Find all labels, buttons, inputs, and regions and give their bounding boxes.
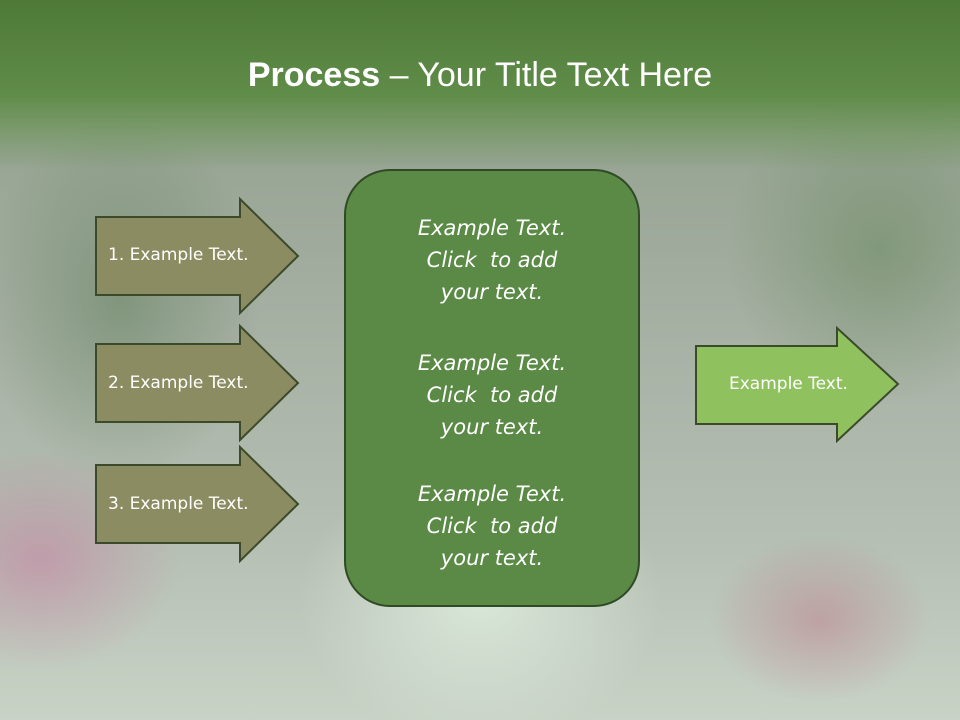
paragraph-2-line-3: your text. xyxy=(440,415,544,439)
paragraph-3-line-3: your text. xyxy=(440,546,544,570)
paragraph-3-line-1: Example Text. xyxy=(417,482,567,506)
paragraph-2-line-2: Click to add xyxy=(426,383,558,407)
center-paragraph-3: Example Text. Click to add your text. xyxy=(344,478,640,574)
paragraph-1-line-1: Example Text. xyxy=(417,216,567,240)
left-arrow-3[interactable] xyxy=(95,444,300,564)
left-arrow-2[interactable] xyxy=(95,323,300,443)
left-arrow-2-label: 2. Example Text. xyxy=(108,373,249,393)
center-text-box[interactable] xyxy=(344,169,640,607)
right-arrow[interactable] xyxy=(695,325,901,444)
title-rest-part: – Your Title Text Here xyxy=(380,56,713,94)
paragraph-1-line-2: Click to add xyxy=(426,248,558,272)
paragraph-2-line-1: Example Text. xyxy=(417,351,567,375)
title-band xyxy=(0,0,960,170)
center-paragraph-2: Example Text. Click to add your text. xyxy=(344,347,640,443)
center-paragraph-1: Example Text. Click to add your text. xyxy=(344,212,640,308)
paragraph-3-line-2: Click to add xyxy=(426,514,558,538)
title-bold-part: Process xyxy=(247,56,381,94)
left-arrow-1[interactable] xyxy=(95,196,300,316)
slide-title[interactable]: Process – Your Title Text Here xyxy=(0,52,960,98)
left-arrow-1-label: 1. Example Text. xyxy=(108,245,249,265)
paragraph-1-line-3: your text. xyxy=(440,280,544,304)
left-arrow-3-label: 3. Example Text. xyxy=(108,494,249,514)
right-arrow-label: Example Text. xyxy=(729,374,848,394)
